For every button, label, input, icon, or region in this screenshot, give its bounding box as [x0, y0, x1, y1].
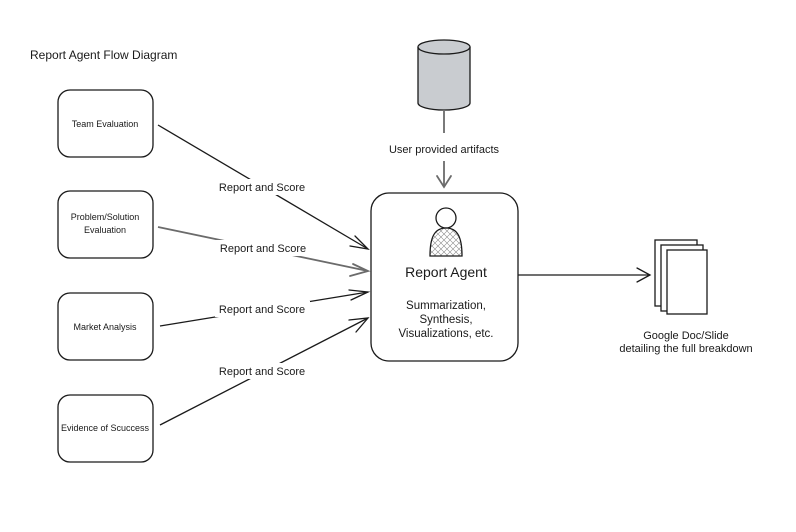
edge-label-2-text: Report and Score [220, 243, 306, 255]
input-evidence-of-success-label: Evidence of Scuccess [61, 423, 150, 433]
input-problem-solution-evaluation: Problem/Solution Evaluation [57, 190, 154, 259]
edge-label-4: Report and Score [215, 363, 310, 379]
report-agent-box: Report Agent Summarization, Synthesis, V… [370, 192, 519, 362]
report-agent-capability-1: Summarization, [406, 300, 486, 312]
edge-label-2: Report and Score [216, 240, 311, 256]
input-market-analysis: Market Analysis [57, 292, 154, 361]
input-problem-solution-label-line2: Evaluation [84, 225, 126, 235]
user-icon [429, 207, 463, 257]
edge-label-1-text: Report and Score [219, 182, 305, 194]
output-label-line2: detailing the full breakdown [619, 343, 752, 355]
report-agent-capability-2: Synthesis, [419, 314, 472, 326]
input-team-evaluation: Team Evaluation [57, 89, 154, 158]
input-market-analysis-label: Market Analysis [73, 322, 137, 332]
input-team-evaluation-label: Team Evaluation [72, 119, 139, 129]
edge-label-4-text: Report and Score [219, 366, 305, 378]
edge-agent-to-output [518, 267, 652, 283]
report-agent-name: Report Agent [405, 264, 487, 280]
edge-label-1: Report and Score [215, 179, 310, 195]
edge-label-3-text: Report and Score [219, 304, 305, 316]
artifacts-label: User provided artifacts [389, 144, 500, 156]
edge-artifacts-to-agent [436, 161, 452, 189]
input-evidence-of-success: Evidence of Scuccess [57, 394, 154, 463]
input-problem-solution-label-line1: Problem/Solution [71, 212, 140, 222]
database-icon [417, 39, 471, 111]
document-stack-icon [654, 239, 708, 315]
report-agent-capability-3: Visualizations, etc. [398, 328, 493, 340]
edge-label-3: Report and Score [215, 301, 310, 317]
diagram-title: Report Agent Flow Diagram [30, 48, 177, 62]
output-label-line1: Google Doc/Slide [643, 330, 729, 342]
